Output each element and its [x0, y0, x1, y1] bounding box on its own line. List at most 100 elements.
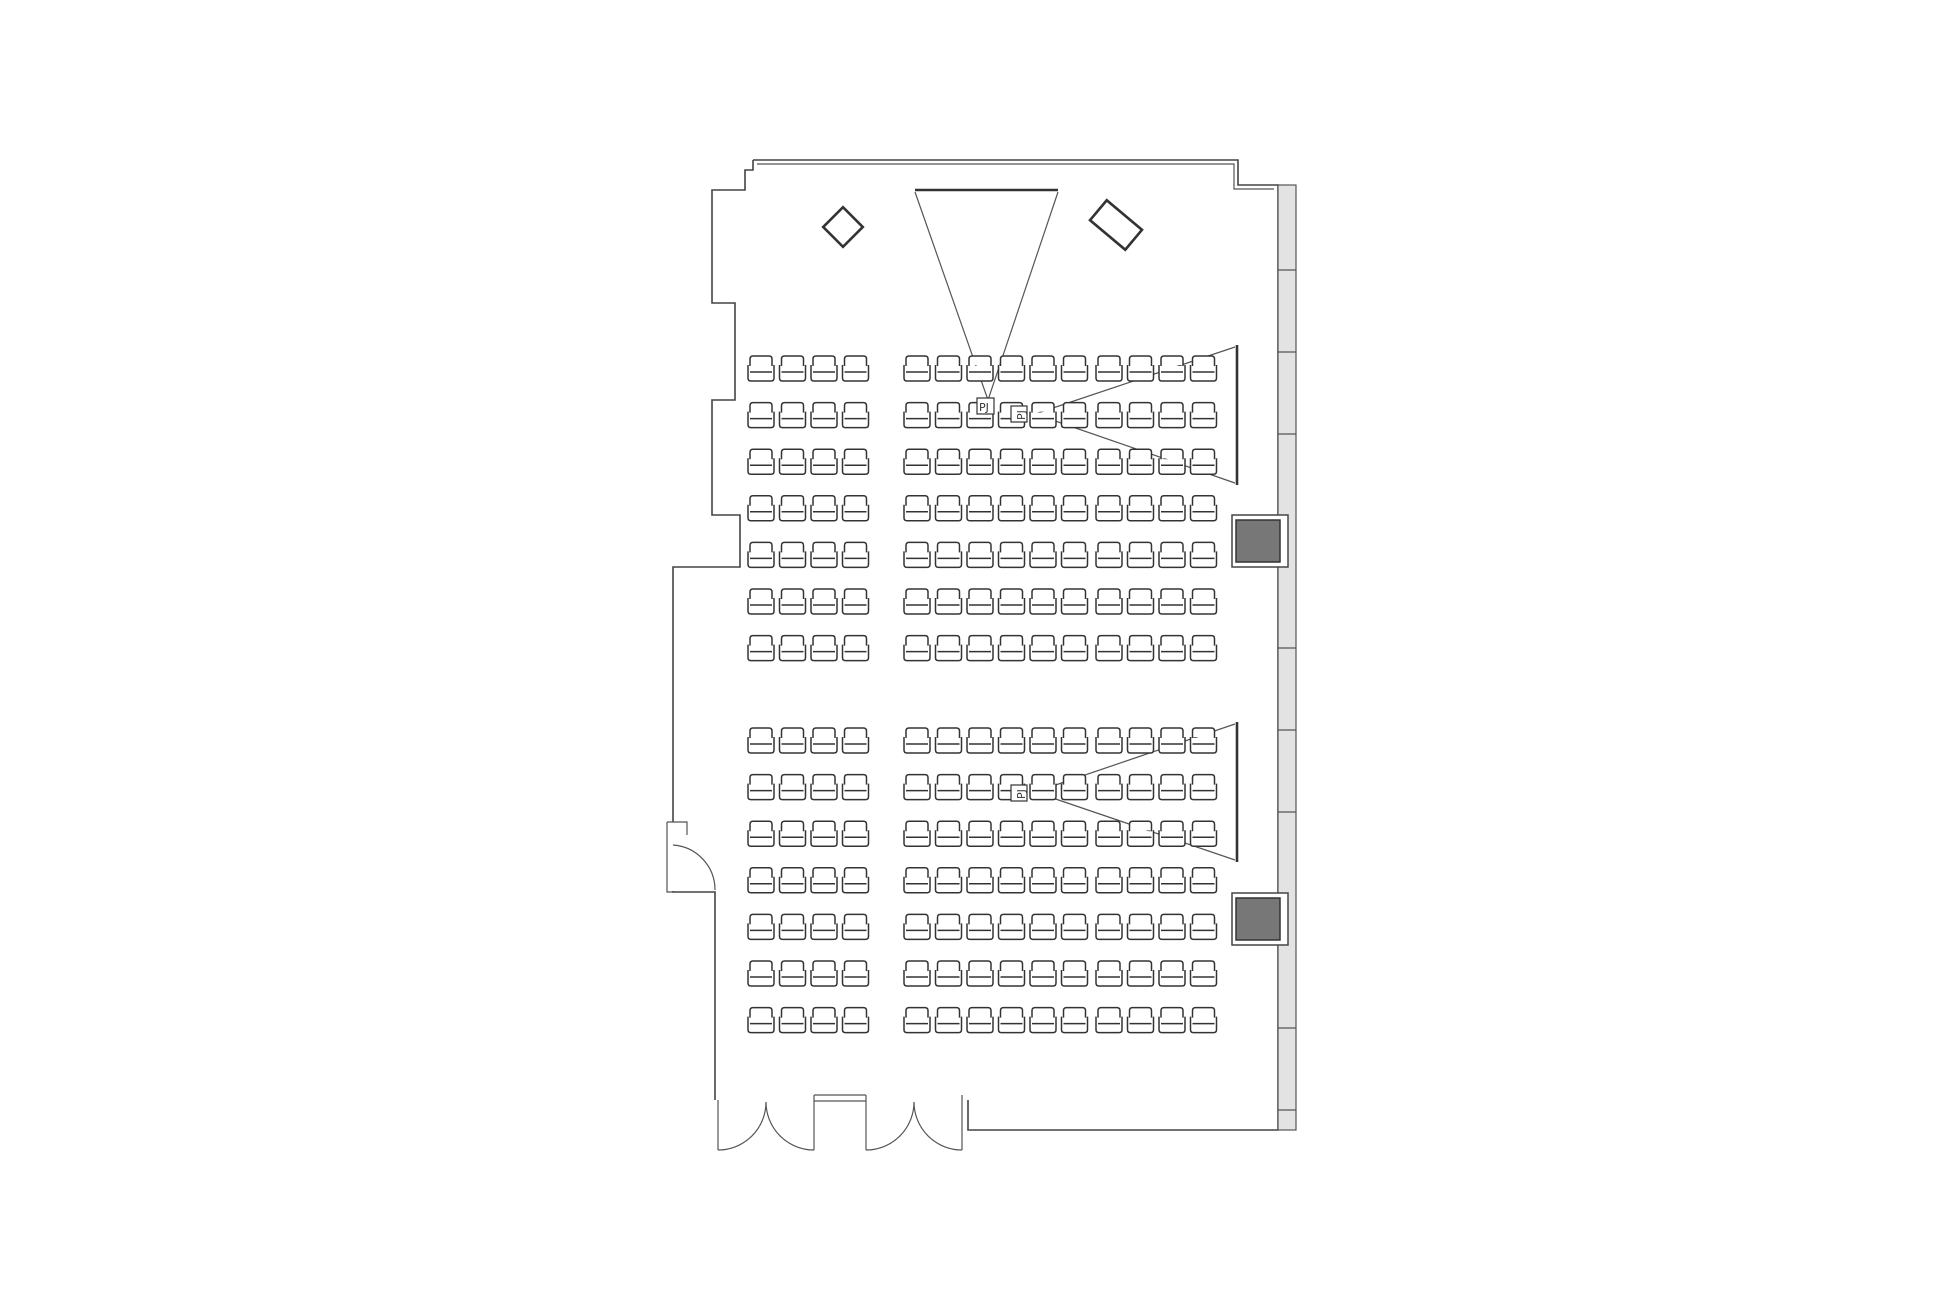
chair [1189, 867, 1218, 894]
chair [903, 960, 931, 987]
chair [1095, 727, 1123, 754]
chair [747, 588, 775, 615]
chair [966, 867, 994, 894]
chair [747, 495, 775, 522]
chair [934, 913, 963, 941]
chair [810, 913, 838, 941]
chair [934, 960, 963, 987]
chair [778, 1006, 807, 1034]
chair [1060, 401, 1089, 429]
chair [778, 495, 807, 522]
chair [1189, 913, 1218, 941]
chair [966, 960, 994, 987]
chair [1029, 588, 1057, 615]
chair [1060, 355, 1089, 382]
chair [1060, 960, 1089, 987]
chair [747, 448, 775, 475]
chair [810, 773, 838, 801]
chair [747, 913, 775, 941]
chair [841, 634, 870, 662]
chair [966, 1006, 994, 1034]
chair [841, 355, 870, 382]
chair [903, 820, 931, 847]
chair [966, 727, 994, 754]
chair [903, 541, 931, 569]
side-door[interactable] [666, 821, 716, 893]
chair [934, 401, 963, 429]
chair [966, 913, 994, 941]
chair [1126, 867, 1155, 894]
chair [1126, 773, 1155, 801]
chair [1189, 1006, 1218, 1034]
chair [1029, 960, 1057, 987]
chair [903, 913, 931, 941]
chair [997, 541, 1026, 569]
chair [1126, 448, 1155, 475]
chair [1060, 495, 1089, 522]
entrance-double-door-left[interactable] [717, 1095, 815, 1151]
chair [997, 960, 1026, 987]
front-table-left [821, 205, 865, 249]
chair [778, 960, 807, 987]
chair [810, 820, 838, 847]
chair [841, 401, 870, 429]
chair [1029, 1006, 1057, 1034]
chair [1126, 820, 1155, 847]
chair [903, 773, 931, 801]
chair [747, 773, 775, 801]
chair [1126, 355, 1155, 382]
chair [903, 727, 931, 754]
window-wall [1277, 184, 1297, 1131]
chair [1060, 867, 1089, 894]
chair [934, 355, 963, 382]
chair [1095, 867, 1123, 894]
chair [1189, 541, 1218, 569]
chair [1189, 588, 1218, 615]
chair [1060, 913, 1089, 941]
chair [810, 634, 838, 662]
chair [1060, 1006, 1089, 1034]
chair [903, 867, 931, 894]
chair [841, 820, 870, 847]
seating [747, 355, 1218, 1034]
chair [1095, 541, 1123, 569]
chair [810, 960, 838, 987]
chair [778, 867, 807, 894]
chair [1158, 960, 1186, 987]
chair [747, 1006, 775, 1034]
chair [1126, 727, 1155, 754]
chair [1029, 913, 1057, 941]
chair [1029, 820, 1057, 847]
chair [903, 401, 931, 429]
chair [1189, 727, 1218, 754]
chair [997, 448, 1026, 475]
chair [841, 448, 870, 475]
chair [934, 634, 963, 662]
chair [903, 355, 931, 382]
projector-side-lower: PJ [1010, 784, 1028, 802]
chair [810, 1006, 838, 1034]
chair [778, 448, 807, 475]
chair [1158, 634, 1186, 662]
chair [1158, 913, 1186, 941]
chair [747, 960, 775, 987]
chair [966, 773, 994, 801]
chair [747, 727, 775, 754]
chair [903, 448, 931, 475]
projector-front: PJ [976, 397, 995, 415]
chair [1095, 355, 1123, 382]
entrance-double-door-right[interactable] [814, 1094, 963, 1151]
chair [1126, 634, 1155, 662]
chair [1158, 773, 1186, 801]
chair [841, 773, 870, 801]
wall-panel-lower [1231, 892, 1289, 946]
chair [1095, 634, 1123, 662]
chair [810, 541, 838, 569]
chair [778, 727, 807, 754]
chair [778, 355, 807, 382]
chair [1095, 495, 1123, 522]
chair [903, 1006, 931, 1034]
chair [1060, 727, 1089, 754]
chair [1060, 541, 1089, 569]
chair [1060, 820, 1089, 847]
